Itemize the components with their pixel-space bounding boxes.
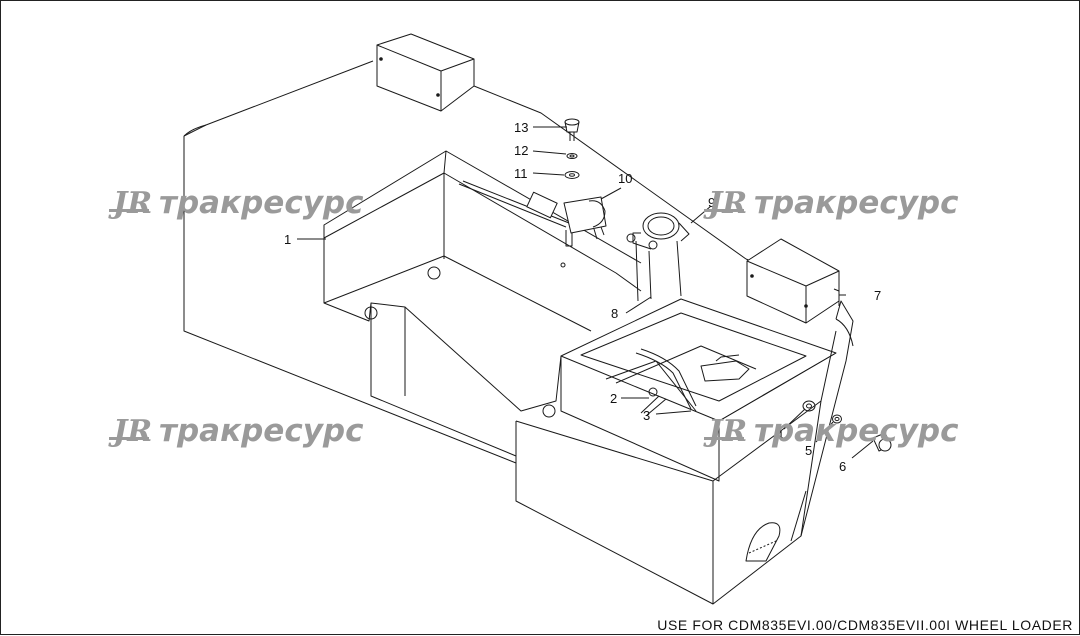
callout-8: 8 bbox=[611, 306, 618, 321]
battery-switch-assembly bbox=[458, 180, 690, 302]
left-cavity bbox=[323, 150, 642, 457]
watermark-4: JR тракресурс bbox=[703, 413, 959, 449]
footer-caption: USE FOR CDM835EVI.00/CDM835EVII.00I WHEE… bbox=[657, 617, 1073, 633]
callout-11: 11 bbox=[514, 166, 528, 181]
watermark-text: тракресурс bbox=[754, 413, 959, 449]
callout-1: 1 bbox=[284, 232, 291, 247]
callout-10: 10 bbox=[618, 171, 632, 186]
cover-box-right bbox=[746, 238, 840, 324]
bolt-hardware bbox=[564, 118, 580, 179]
callout-5: 5 bbox=[805, 443, 812, 458]
watermark-1: JR тракресурс bbox=[108, 185, 364, 221]
callout-9: 9 bbox=[708, 195, 715, 210]
callout-3: 3 bbox=[643, 408, 650, 423]
watermark-text: тракресурс bbox=[159, 413, 364, 449]
battery-compartment bbox=[560, 298, 837, 482]
callout-7: 7 bbox=[874, 288, 881, 303]
cover-box-left bbox=[376, 33, 475, 112]
callout-4: 4 bbox=[776, 428, 783, 443]
watermark-text: тракресурс bbox=[754, 185, 959, 221]
watermark-text: тракресурс bbox=[159, 185, 364, 221]
callout-12: 12 bbox=[514, 143, 528, 158]
callout-labels: 1 2 3 4 5 6 7 8 9 10 11 12 13 bbox=[284, 120, 881, 474]
leader-lines bbox=[297, 126, 874, 459]
battery-cables bbox=[635, 348, 892, 452]
watermark-logo: JR bbox=[703, 414, 747, 449]
callout-2: 2 bbox=[610, 391, 617, 406]
counterweight-body bbox=[183, 60, 854, 605]
watermark-logo: JR bbox=[703, 186, 747, 221]
callout-6: 6 bbox=[839, 459, 846, 474]
watermark-3: JR тракресурс bbox=[108, 413, 364, 449]
callout-13: 13 bbox=[514, 120, 528, 135]
watermark-logo: JR bbox=[108, 186, 152, 221]
watermark-logo: JR bbox=[108, 414, 152, 449]
watermarks: JR тракресурс JR тракресурс JR тракресур… bbox=[108, 185, 959, 449]
watermark-2: JR тракресурс bbox=[703, 185, 959, 221]
